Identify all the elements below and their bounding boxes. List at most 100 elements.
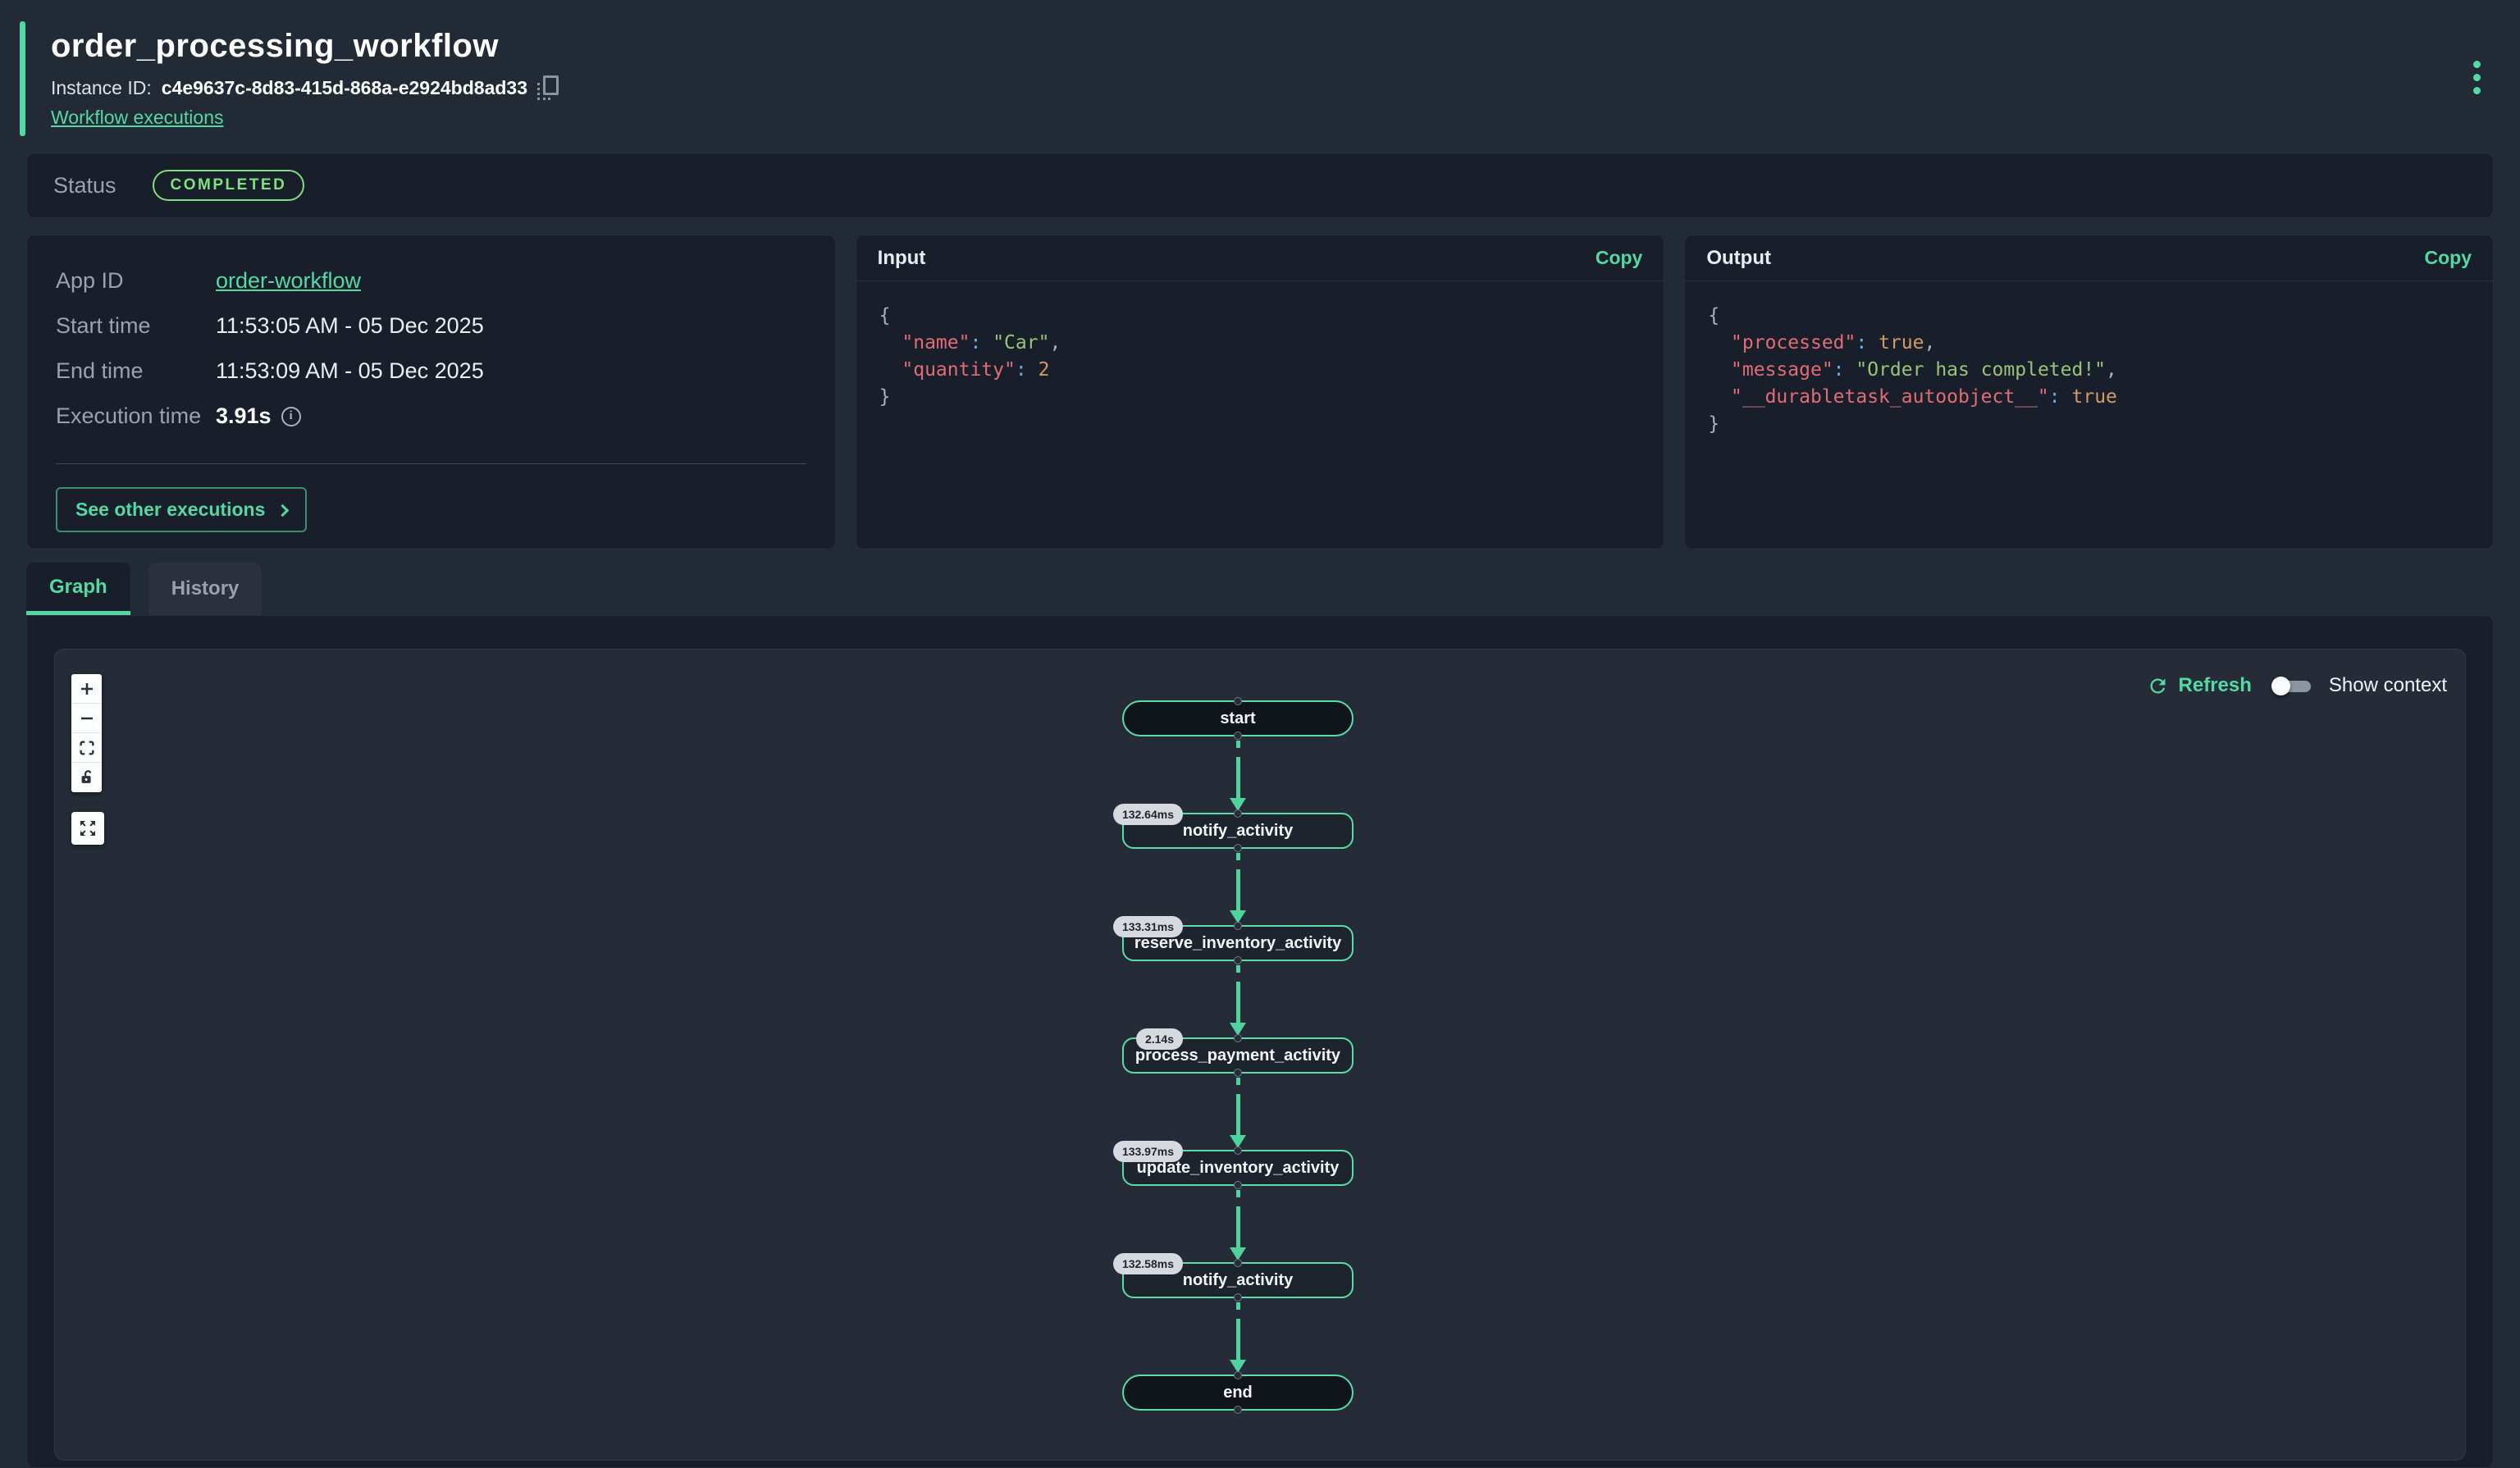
graph-toolbar: Refresh Show context (2147, 671, 2447, 700)
page-title: order_processing_workflow (51, 28, 499, 64)
node-handle-bottom (1234, 1181, 1242, 1189)
edge-dash (1235, 853, 1240, 860)
node-label: reserve_inventory_activity (1134, 933, 1342, 952)
fit-view-button[interactable] (71, 733, 102, 763)
workflow-node-start[interactable]: start (1122, 697, 1354, 740)
chevron-right-icon (276, 504, 290, 517)
node-label: notify_activity (1182, 1270, 1294, 1289)
app-id-link[interactable]: order-workflow (216, 268, 362, 293)
node-handle-top (1234, 1371, 1242, 1379)
edge-arrow (1230, 798, 1246, 811)
edge-line (1235, 757, 1240, 798)
info-icon[interactable] (281, 406, 301, 426)
node-duration-badge: 132.64ms (1112, 804, 1183, 825)
output-title: Output (1706, 246, 1771, 269)
app-id-label: App ID (56, 268, 124, 293)
kebab-menu-icon[interactable] (2468, 56, 2486, 99)
code-line: "name": "Car", (902, 332, 1061, 353)
accent-bar (20, 21, 25, 136)
edge-arrow (1230, 1247, 1246, 1261)
node-duration-badge: 133.97ms (1112, 1141, 1183, 1162)
zoom-in-button[interactable] (71, 674, 102, 704)
edge-arrow (1230, 963, 1246, 1036)
code-line: "__durabletask_autoobject__": true (1731, 386, 2117, 408)
unlock-icon (81, 770, 91, 783)
start-time-label: Start time (56, 313, 151, 338)
input-json: { "name": "Car", "quantity": 2} (856, 281, 1664, 432)
node-handle-top (1234, 1259, 1242, 1267)
tab-graph[interactable]: Graph (26, 563, 130, 615)
execution-time-text: 3.91s (216, 403, 272, 428)
node-duration-badge: 132.58ms (1112, 1253, 1183, 1274)
status-badge: COMPLETED (152, 170, 305, 201)
details-card: App ID order-workflow Start time 11:53:0… (26, 235, 836, 549)
node-handle-bottom (1234, 732, 1242, 740)
workflow-executions-link[interactable]: Workflow executions (51, 107, 224, 128)
refresh-label: Refresh (2178, 674, 2252, 696)
instance-id-value: c4e9637c-8d83-415d-868a-e2924bd8ad33 (161, 76, 527, 98)
input-panel: Input Copy { "name": "Car", "quantity": … (855, 235, 1665, 549)
end-time-value: 11:53:09 AM - 05 Dec 2025 (216, 358, 484, 383)
see-other-executions-button[interactable]: See other executions (56, 487, 308, 532)
tab-history[interactable]: History (148, 563, 262, 615)
workflow-node-end[interactable]: end (1122, 1371, 1354, 1414)
node-handle-bottom (1234, 956, 1242, 964)
edge-arrow (1230, 738, 1246, 811)
edge-arrow (1230, 910, 1246, 923)
code-line: { (879, 305, 891, 326)
graph-canvas[interactable]: Refresh Show context start notify_activit… (54, 649, 2466, 1461)
edge-line (1235, 982, 1240, 1023)
plus-icon (80, 682, 93, 695)
zoom-out-button[interactable] (71, 704, 102, 733)
code-line: } (1708, 413, 1720, 435)
detail-row-execution-time: Execution time 3.91s (56, 394, 806, 439)
edge-arrow (1230, 1075, 1246, 1148)
edge-arrow (1230, 850, 1246, 923)
output-panel: Output Copy { "processed": true, "messag… (1684, 235, 2495, 549)
show-context-label: Show context (2328, 674, 2447, 696)
code-line: "message": "Order has completed!", (1731, 359, 2117, 381)
fullscreen-icon (80, 821, 95, 836)
code-line: "quantity": 2 (902, 359, 1050, 381)
start-time-value: 11:53:05 AM - 05 Dec 2025 (216, 313, 484, 338)
node-label: notify_activity (1182, 821, 1294, 840)
status-card: Status COMPLETED (26, 153, 2494, 218)
node-label: start (1220, 709, 1256, 727)
node-label: end (1223, 1383, 1253, 1402)
output-copy-button[interactable]: Copy (2424, 247, 2472, 268)
fullscreen-button[interactable] (71, 812, 104, 845)
detail-row-app-id: App ID order-workflow (56, 258, 806, 303)
execution-time-value: 3.91s (216, 403, 806, 429)
code-line: } (879, 386, 891, 408)
copy-icon[interactable] (537, 75, 559, 100)
minus-icon (80, 717, 93, 719)
node-handle-top (1234, 697, 1242, 705)
graph-controls (71, 674, 102, 792)
lock-button[interactable] (71, 763, 102, 792)
refresh-button[interactable]: Refresh (2147, 674, 2252, 697)
input-copy-button[interactable]: Copy (1595, 247, 1643, 268)
edge-line (1235, 1206, 1240, 1247)
input-title: Input (877, 246, 926, 269)
edge-line (1235, 1094, 1240, 1135)
copy-icon-back (537, 83, 550, 100)
summary-row: App ID order-workflow Start time 11:53:0… (26, 235, 2495, 549)
show-context-toggle[interactable] (2271, 671, 2317, 700)
node-handle-bottom (1234, 1293, 1242, 1302)
edge-dash (1235, 965, 1240, 973)
node-handle-bottom (1234, 844, 1242, 852)
edge-dash (1235, 741, 1240, 748)
node-handle-bottom (1234, 1406, 1242, 1414)
detail-row-end-time: End time 11:53:09 AM - 05 Dec 2025 (56, 349, 806, 394)
node-handle-top (1234, 922, 1242, 930)
node-handle-top (1234, 1034, 1242, 1042)
end-time-label: End time (56, 358, 144, 383)
copy-icon-front (543, 75, 559, 95)
edge-dash (1235, 1078, 1240, 1085)
node-handle-bottom (1234, 1069, 1242, 1077)
